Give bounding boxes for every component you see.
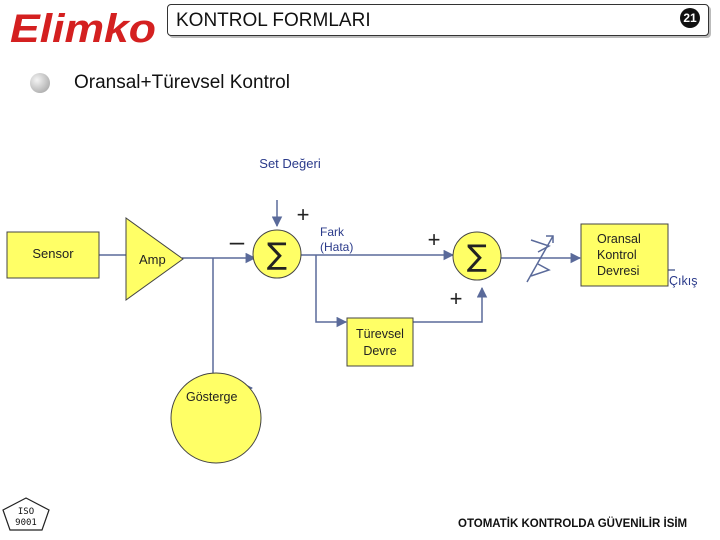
iso-line2: 9001 (15, 518, 37, 528)
page-number-badge: 21 (680, 8, 700, 28)
derivative-label-line2: Devre (363, 344, 396, 358)
set-value-label: Set Değeri (259, 156, 321, 171)
output-label: Çıkış (669, 274, 697, 288)
sigma-icon: ∑ (267, 237, 287, 272)
page-title: Oransal+Türevsel Kontrol (74, 72, 290, 93)
gauge-block (170, 372, 262, 464)
sigma-icon: ∑ (467, 239, 487, 274)
proportional-label-line3: Devresi (597, 264, 639, 278)
amp-label: Amp (139, 252, 166, 267)
sensor-label: Sensor (32, 246, 74, 261)
plus-sign-setpoint: + (297, 202, 310, 227)
amp-to-gauge-line (212, 258, 254, 394)
variable-gain-icon (526, 235, 554, 283)
footer-slogan: OTOMATİK KONTROLDA GÜVENİLİR İSİM (458, 518, 688, 530)
plus-sign-derivative: + (450, 286, 463, 311)
amplifier-block (125, 217, 184, 301)
error-label-line2: (Hata) (320, 240, 353, 254)
summing-junction-1 (252, 229, 302, 279)
sensor-block (6, 231, 100, 279)
derivative-label-line1: Türevsel (356, 327, 404, 341)
iso-9001-badge: ISO 9001 (2, 497, 50, 531)
header-bar: KONTROL FORMLARI 21 (167, 4, 709, 36)
summing-junction-2 (452, 231, 502, 281)
header-title: KONTROL FORMLARI (176, 10, 371, 31)
plus-sign-error: + (428, 227, 441, 252)
iso-line1: ISO (18, 507, 34, 517)
error-label-line1: Fark (320, 225, 345, 239)
minus-sign: – (230, 226, 245, 256)
proportional-label-line2: Kontrol (597, 248, 637, 262)
proportional-label-line1: Oransal (597, 232, 641, 246)
derivative-to-sum2-line (413, 286, 488, 323)
bullet-icon (30, 73, 50, 93)
derivative-block (346, 317, 414, 367)
error-to-derivative-line (315, 255, 348, 328)
gauge-label: Gösterge (186, 390, 237, 404)
logo-text: Elimko (10, 7, 156, 48)
elimko-logo: Elimko (10, 7, 156, 48)
proportional-control-block (580, 223, 669, 287)
